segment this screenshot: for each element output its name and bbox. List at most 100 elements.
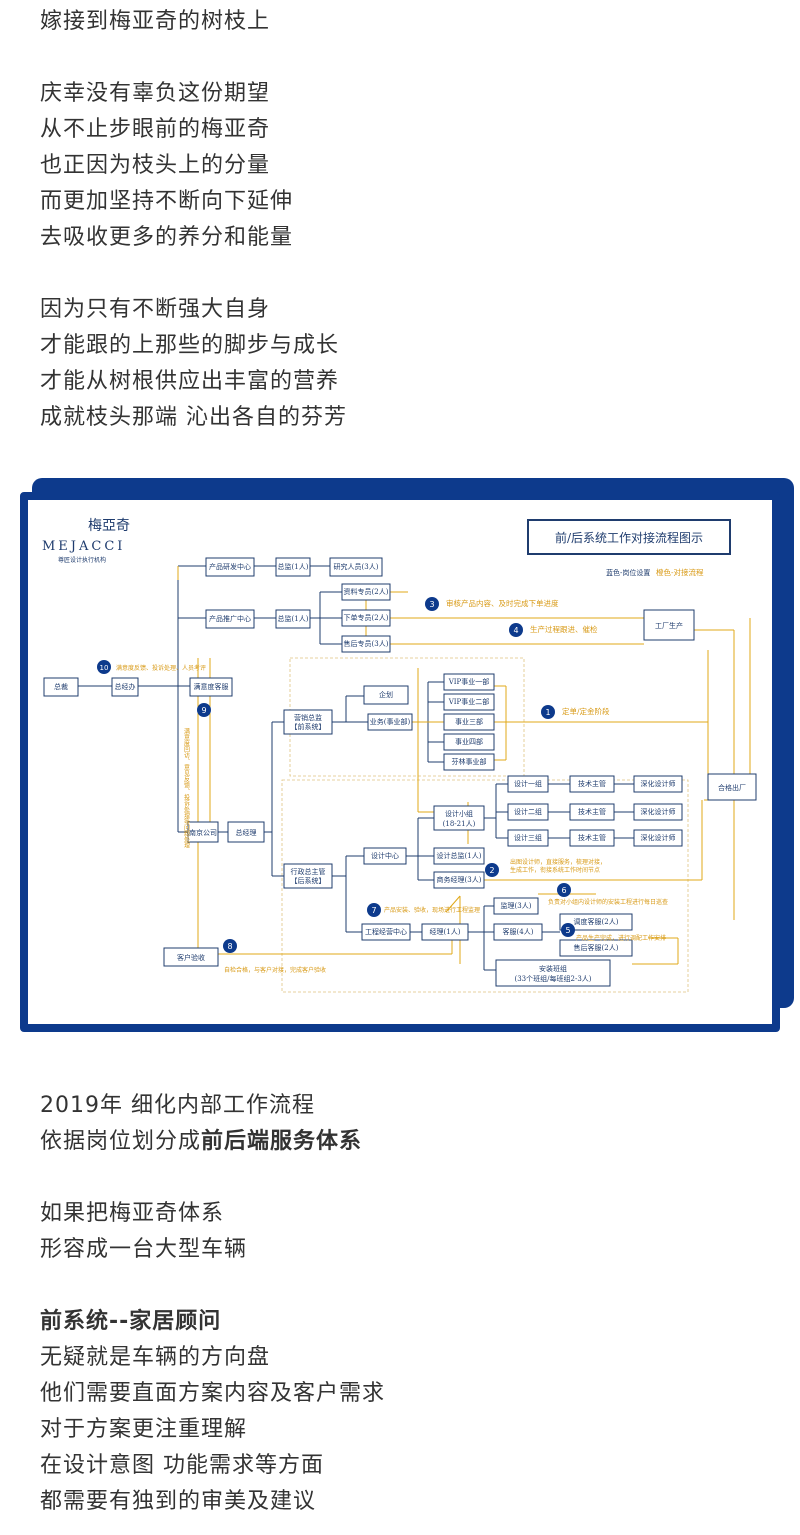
note-5: 产品生产完成，进行调配工作安排: [576, 934, 666, 942]
workflow-diagram: 梅亞奇 MEJACCI 尊匠设计执行机构 前/后系统工作对接流程图示 蓝色-岗位…: [42, 517, 757, 993]
step-markers: 3 审核产品内容、及时完成下单进度 4 生产过程跟进、催检 1 定单/定金阶段 …: [97, 597, 668, 974]
node-label: 营销总监: [294, 713, 322, 722]
node-label: 总裁: [54, 682, 68, 691]
node-label: 设计小组: [445, 809, 473, 818]
text-line: 2019年 细化内部工作流程: [40, 1093, 315, 1118]
node-box: [367, 713, 413, 731]
text-line: 也正因为枝头上的分量: [40, 153, 271, 178]
node-box: [433, 871, 485, 889]
node-label: 售后客服(2人): [574, 943, 619, 952]
node-box: [283, 709, 333, 735]
node-label: 技术主管: [578, 807, 606, 816]
node-box: [205, 609, 255, 629]
node-label: 产品研发中心: [209, 562, 251, 571]
node-box: [559, 939, 633, 957]
text-line: 他们需要直面方案内容及客户需求: [40, 1381, 386, 1406]
node-box: [275, 609, 311, 629]
text-line: 如果把梅亚奇体系: [40, 1201, 225, 1226]
node-box: [443, 693, 495, 711]
node-label: 客户验收: [177, 953, 205, 962]
step-marker-1: [541, 705, 555, 719]
node-label: 工厂生产: [655, 621, 683, 630]
svg-text:9: 9: [201, 706, 206, 715]
svg-text:8: 8: [227, 942, 232, 951]
text-line: 而更加坚持不断向下延伸: [40, 189, 294, 214]
node-box: [507, 803, 549, 821]
node-label: 企划: [379, 690, 393, 699]
node-box: [443, 713, 495, 731]
node-label: 总经办: [115, 682, 136, 691]
node-box: [341, 609, 391, 627]
node-label: 研究人员(3人): [334, 562, 379, 571]
text-line: 庆幸没有辜负这份期望: [40, 81, 271, 106]
node-box: [187, 821, 219, 843]
blue-connectors: [78, 565, 634, 971]
text-line: 都需要有独到的审美及建议: [40, 1489, 317, 1514]
svg-text:3: 3: [429, 600, 434, 609]
step-marker-5: [561, 923, 575, 937]
node-box: [205, 557, 255, 577]
step-marker-4: [509, 623, 523, 637]
node-label: 技术主管: [578, 833, 606, 842]
node-box: [495, 959, 611, 987]
node-box: [443, 733, 495, 751]
text-line: 因为只有不断强大自身: [40, 297, 271, 322]
node-boxes: 总裁 总经办 满意度客服 产品研发中心 总监(1人) 研究人员(3人) 产品推广…: [43, 557, 757, 987]
node-label: 行政总主管: [291, 867, 326, 876]
step-marker-3: [425, 597, 439, 611]
node-label: 事业四部: [455, 737, 483, 746]
diagram-title: 前/后系统工作对接流程图示: [555, 530, 703, 545]
node-label: 设计三组: [514, 833, 542, 842]
text-line: 无疑就是车辆的方向盘: [40, 1345, 271, 1370]
note-10: 满意度反馈、投诉处理、人员考评: [116, 664, 206, 672]
note-2: 出图设计师，直接服务，梳理对接，: [510, 858, 606, 866]
node-box: [43, 677, 79, 697]
node-label: 设计一组: [514, 779, 542, 788]
node-label: 【前系统】: [291, 722, 326, 731]
node-box: [569, 829, 615, 847]
node-box: [433, 847, 485, 865]
text-line: 在设计意图 功能需求等方面: [40, 1453, 324, 1478]
note-9: 满意度回访、意见反馈、投诉处理等问题处理: [183, 727, 190, 848]
svg-text:10: 10: [100, 664, 109, 672]
logo-sub: 尊匠设计执行机构: [58, 556, 106, 564]
note-3: 审核产品内容、及时完成下单进度: [446, 598, 559, 608]
node-label: 设计中心: [371, 851, 399, 860]
node-label: 监理(3人): [501, 901, 532, 910]
node-label: 客服(4人): [503, 927, 534, 936]
step-marker-2: [485, 863, 499, 877]
node-label: (33个班组/每班组2-3人): [515, 974, 592, 983]
node-label: 总监(1人): [278, 614, 309, 623]
node-box: [707, 773, 757, 801]
svg-text:1: 1: [545, 708, 550, 717]
text-line: 成就枝头那端 沁出各自的芬芳: [40, 405, 347, 430]
node-box: [433, 805, 485, 831]
node-box: [633, 775, 683, 793]
node-label: 设计总监(1人): [437, 851, 482, 860]
text-line: 依据岗位划分成前后端服务体系: [40, 1124, 362, 1160]
node-label: 芬林事业部: [452, 757, 487, 766]
node-box: [341, 583, 391, 601]
node-box: [507, 775, 549, 793]
logo-en: MEJACCI: [42, 539, 125, 554]
node-box: [443, 673, 495, 691]
section-heading: 前系统--家居顾问: [40, 1309, 222, 1334]
text-line: 从不止步眼前的梅亚奇: [40, 117, 271, 142]
node-label: 业务(事业部): [370, 717, 411, 726]
text-pre: 依据岗位划分成: [40, 1129, 202, 1154]
text-line: 才能跟的上那些的脚步与成长: [40, 333, 340, 358]
node-box: [493, 923, 543, 941]
node-box: [227, 821, 265, 843]
node-box: [363, 685, 409, 705]
node-label: 【后系统】: [291, 876, 326, 885]
note-1: 定单/定金阶段: [562, 706, 610, 716]
svg-text:5: 5: [565, 926, 570, 935]
legend-blue: 蓝色-岗位设置: [606, 568, 650, 577]
node-label: 调度客服(2人): [574, 917, 619, 926]
node-box: [361, 923, 411, 941]
text-line: 形容成一台大型车辆: [40, 1237, 248, 1262]
node-label: VIP事业二部: [448, 697, 490, 706]
svg-text:7: 7: [371, 906, 376, 915]
node-box: [569, 775, 615, 793]
diagram-card: 梅亞奇 MEJACCI 尊匠设计执行机构 前/后系统工作对接流程图示 蓝色-岗位…: [20, 492, 780, 1032]
